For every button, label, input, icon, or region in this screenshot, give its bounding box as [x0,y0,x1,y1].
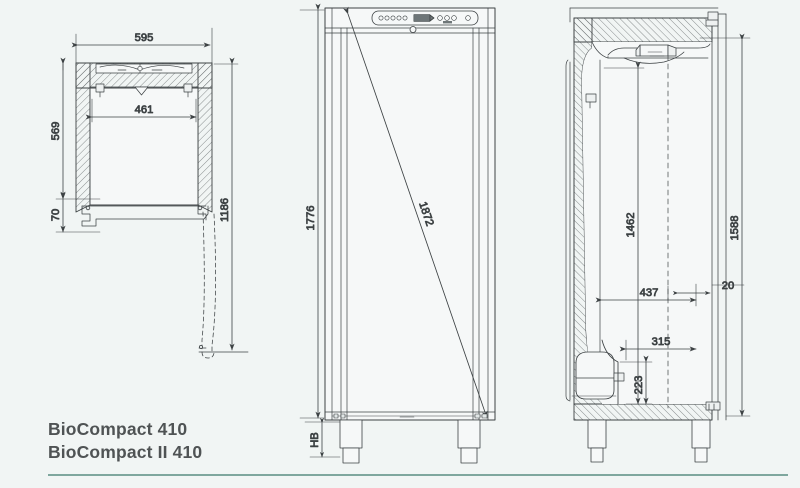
model-caption-block: BioCompact 410 BioCompact II 410 [48,418,202,464]
model-name-line-2: BioCompact II 410 [48,441,203,462]
side-view-cavity [581,42,712,404]
top-view-door-detail [95,63,193,74]
dim-315 [619,339,697,361]
front-view-lock-icon [409,26,417,33]
dim-461 [85,98,197,123]
front-view-cabinet-outline [324,7,496,421]
dim-1872-diagonal [343,6,488,419]
side-view-evaporator-unit [607,43,711,64]
front-view: 1776 1872 HB [299,3,496,464]
dim-label-315: 315 [652,336,671,348]
dim-223 [619,355,653,405]
dim-label-20: 20 [722,280,734,292]
side-view-outer-frame [569,7,719,23]
control-panel-display [413,14,435,22]
top-view-door-swing-dashed [201,211,216,359]
dim-1588 [699,33,751,417]
dim-label-HB: HB [309,432,321,448]
top-view: 595 461 569 70 1186 [50,27,249,359]
dim-label-1462: 1462 [625,213,637,238]
side-view-compressor [571,351,625,400]
dim-label-461: 461 [135,104,154,116]
footer-accent-rule [48,474,788,476]
side-view-feet [587,419,711,463]
dim-label-1186: 1186 [219,198,231,222]
top-view-shelf-rail [89,83,199,98]
side-view-machine-bay-wall [601,339,619,405]
side-view-top-wall [573,17,713,43]
front-view-feet [333,413,488,464]
dim-70 [55,192,101,233]
dim-label-569: 569 [50,122,62,141]
side-view-door-panel [705,11,727,421]
side-view-door-seal [565,59,575,402]
dim-label-70: 70 [50,209,62,221]
dim-HB [304,417,341,458]
model-name-line-1: BioCompact 410 [48,419,188,439]
dim-label-1776: 1776 [305,206,317,231]
dim-label-223: 223 [633,376,645,395]
side-view-rear-bracket [585,93,597,109]
dim-20 [667,284,745,301]
dim-1186 [213,57,239,351]
dim-label-595: 595 [135,32,154,44]
side-view: 1462 1588 437 20 315 223 [565,7,751,463]
dim-label-437: 437 [640,287,659,299]
dim-label-1588: 1588 [729,216,741,241]
top-view-door-handle-end [198,344,249,353]
top-view-base-plinth [81,205,209,227]
side-view-floor [573,403,713,421]
